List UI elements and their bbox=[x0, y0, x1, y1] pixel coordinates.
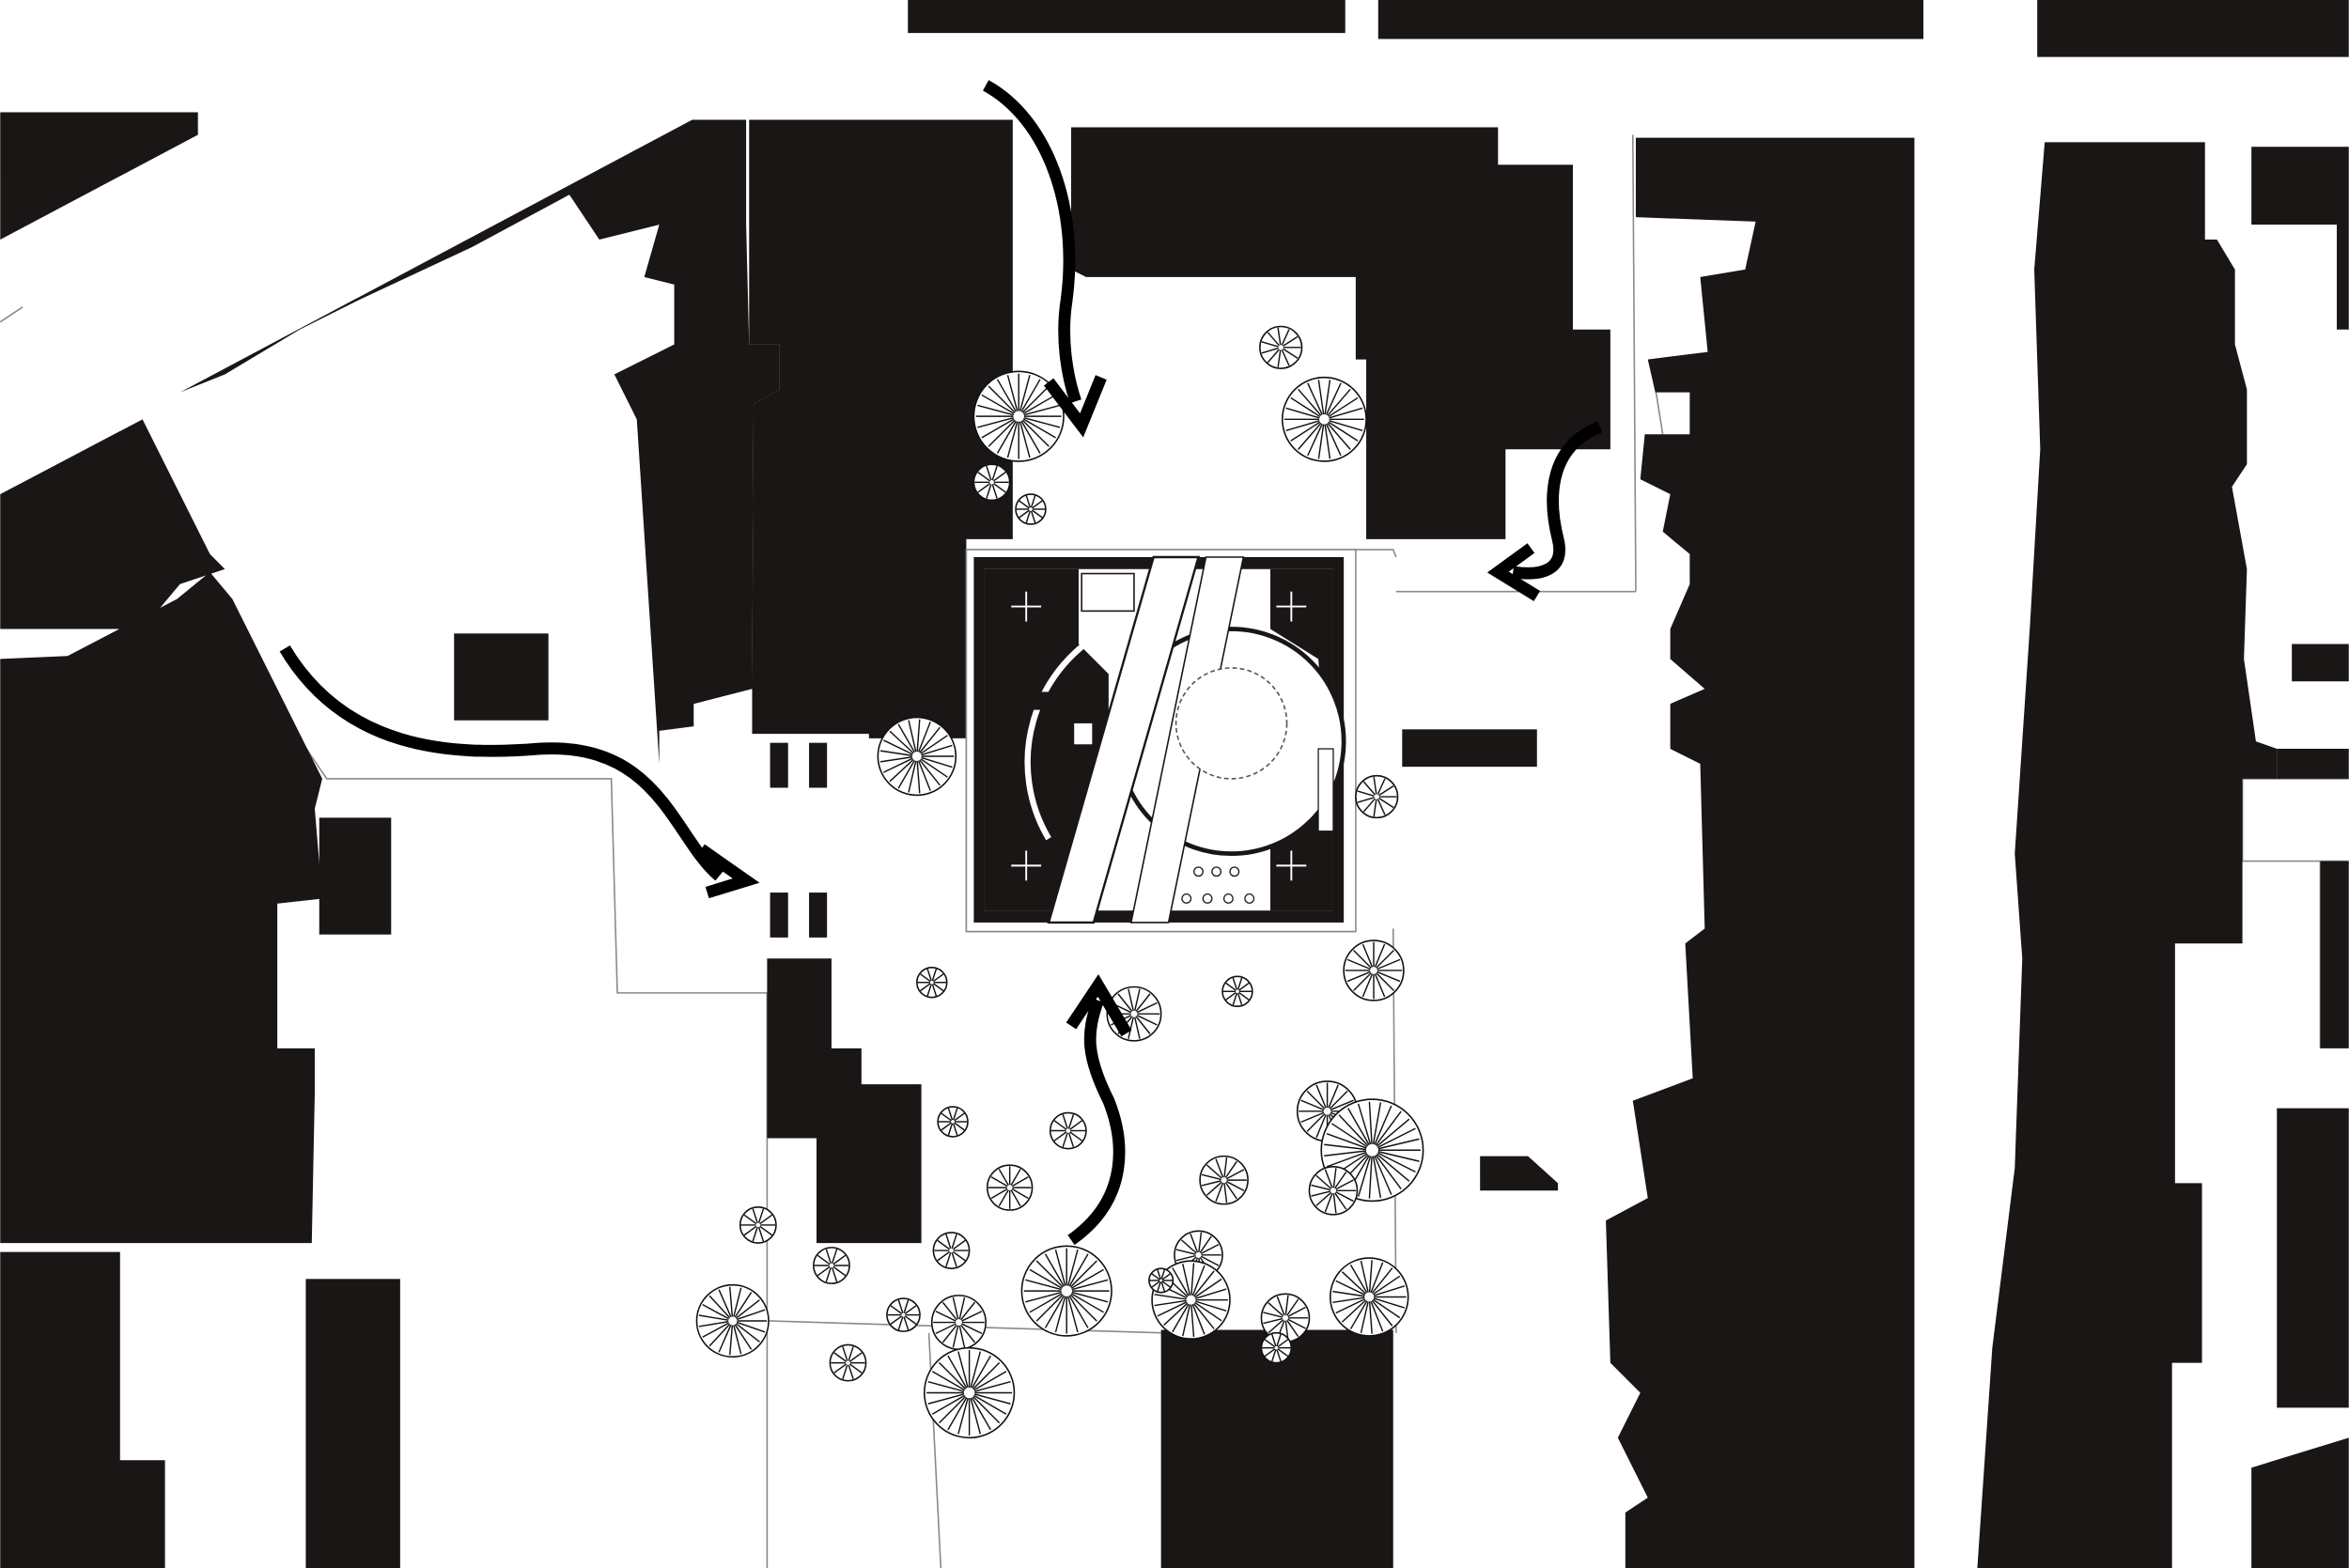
building-footprint bbox=[749, 119, 1013, 738]
building-footprint bbox=[1071, 127, 1610, 539]
building-footprint bbox=[305, 1279, 400, 1568]
building-footprint bbox=[1606, 137, 1915, 1568]
building-footprint bbox=[1160, 1329, 1393, 1568]
building-footprint bbox=[0, 112, 198, 241]
building-footprint bbox=[0, 1251, 165, 1568]
building-footprint bbox=[809, 742, 828, 788]
building-footprint bbox=[908, 0, 1346, 34]
lift-core bbox=[1071, 720, 1096, 748]
central-stair bbox=[1174, 667, 1288, 780]
building-footprint bbox=[809, 893, 828, 938]
approach-arrows bbox=[279, 80, 1603, 1246]
tree-symbol bbox=[1148, 1267, 1174, 1294]
tree-symbol bbox=[813, 1247, 850, 1284]
tree-symbol bbox=[1020, 1245, 1112, 1337]
tree-symbol bbox=[1355, 774, 1399, 819]
building-footprint bbox=[1377, 0, 1924, 39]
tree-symbol bbox=[1343, 939, 1405, 1001]
tree-symbol bbox=[1329, 1257, 1409, 1337]
approach-arrowhead bbox=[697, 844, 760, 899]
building-footprint bbox=[1402, 729, 1537, 768]
tree-symbol bbox=[986, 1164, 1034, 1211]
diagonal-ramp bbox=[1047, 555, 1201, 924]
building-footprint bbox=[767, 958, 922, 1244]
building-footprint bbox=[2292, 644, 2349, 682]
tree-symbol bbox=[1260, 1331, 1293, 1364]
approach-arrow bbox=[279, 644, 723, 881]
building-footprint bbox=[0, 571, 322, 1244]
building-footprint bbox=[179, 119, 780, 764]
building-footprint bbox=[319, 817, 392, 935]
central-building-plan bbox=[965, 549, 1357, 933]
approach-arrow bbox=[1512, 421, 1603, 580]
tree-symbol bbox=[1015, 493, 1047, 525]
tree-symbol bbox=[1308, 1165, 1359, 1216]
approach-arrowhead bbox=[1066, 973, 1132, 1037]
parcel-line bbox=[0, 306, 23, 323]
tree-symbol bbox=[739, 1206, 777, 1244]
tree-symbol bbox=[829, 1343, 867, 1382]
building-footprint bbox=[2277, 749, 2349, 779]
building-footprint bbox=[454, 633, 549, 721]
tree-symbol bbox=[1199, 1155, 1249, 1205]
seating bbox=[1181, 866, 1255, 904]
building-footprint bbox=[2037, 0, 2349, 57]
approach-arrowhead bbox=[1044, 375, 1107, 438]
tree-symbol bbox=[937, 1106, 969, 1138]
entrance-stair bbox=[1317, 748, 1334, 832]
curved-gallery bbox=[1024, 626, 1111, 841]
approach-arrow bbox=[982, 80, 1081, 404]
tree-symbol bbox=[886, 1297, 921, 1332]
interior-solid-mass bbox=[1270, 568, 1333, 911]
tree-symbol bbox=[916, 966, 948, 999]
service-room bbox=[1081, 572, 1135, 613]
tree-symbol bbox=[1259, 325, 1303, 369]
trees bbox=[695, 325, 1424, 1439]
building-footprint bbox=[2251, 147, 2349, 330]
approach-arrow bbox=[1067, 998, 1126, 1246]
tree-symbol bbox=[877, 716, 957, 797]
tree-symbol bbox=[1281, 376, 1367, 462]
tree-symbol bbox=[932, 1232, 971, 1269]
tree-symbol bbox=[972, 370, 1065, 462]
tree-symbol bbox=[695, 1283, 770, 1358]
building-footprint bbox=[2277, 1108, 2349, 1408]
lift-core bbox=[1032, 691, 1050, 710]
tree-symbol bbox=[1049, 1111, 1087, 1150]
tree-symbol bbox=[930, 1295, 987, 1351]
parcel-line bbox=[1631, 134, 1637, 592]
approach-arrowhead bbox=[1486, 543, 1541, 601]
building-footprint bbox=[770, 893, 788, 938]
building-footprint bbox=[2251, 1437, 2349, 1568]
building-footprint bbox=[1480, 1156, 1559, 1191]
building-footprint bbox=[770, 742, 788, 788]
column-markers bbox=[1011, 591, 1307, 881]
building-footprint bbox=[2320, 861, 2349, 1048]
building-footprint bbox=[767, 225, 813, 300]
tree-symbol bbox=[972, 463, 1011, 502]
tree-symbol bbox=[1221, 975, 1253, 1008]
tree-symbol bbox=[923, 1346, 1016, 1439]
tree-symbol bbox=[1260, 1293, 1311, 1343]
